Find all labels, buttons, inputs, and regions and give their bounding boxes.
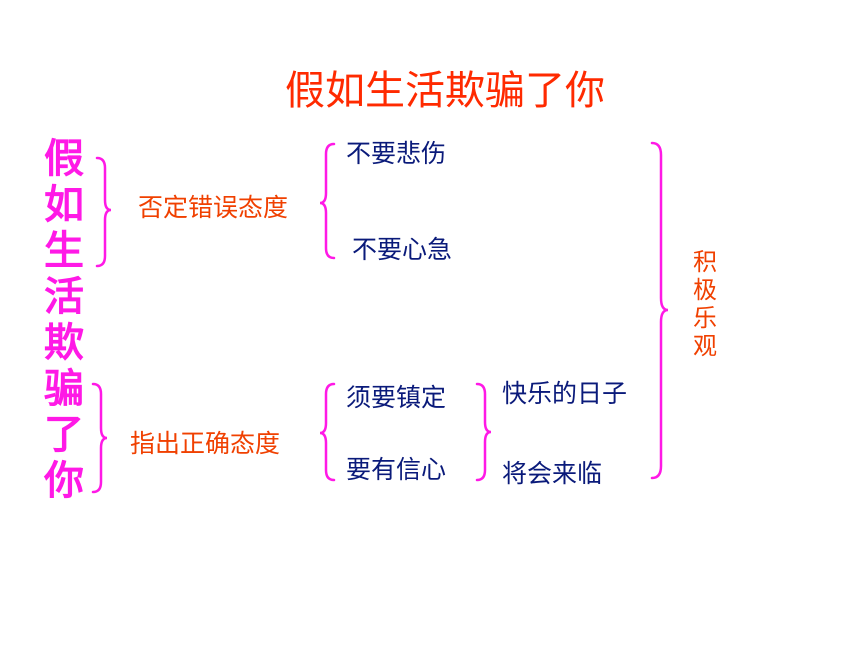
result-char: 乐	[693, 304, 717, 332]
brace-left-upper	[95, 156, 112, 268]
vertical-title-char: 你	[44, 458, 84, 504]
item-stay-calm: 须要镇定	[346, 383, 447, 412]
vertical-title-char: 了	[44, 412, 84, 458]
outcome-will-come: 将会来临	[502, 459, 603, 488]
vertical-title-char: 如	[44, 182, 84, 228]
item-no-sadness: 不要悲伤	[346, 139, 447, 168]
outcome-happy-days: 快乐的日子	[502, 379, 628, 408]
vertical-title-char: 假	[44, 136, 84, 182]
vertical-title-char: 活	[44, 274, 84, 320]
category-point-label: 指出正确态度	[130, 429, 281, 458]
item-no-anxiety: 不要心急	[352, 235, 453, 264]
category-negate-label: 否定错误态度	[138, 193, 289, 222]
brace-outcomes	[475, 382, 492, 482]
item-have-faith: 要有信心	[346, 455, 447, 484]
vertical-title: 假 如 生 活 欺 骗 了 你	[42, 136, 86, 504]
brace-left-lower	[91, 382, 108, 494]
result-label: 积 极 乐 观	[690, 248, 720, 360]
brace-items-lower	[319, 382, 336, 482]
result-char: 极	[693, 276, 717, 304]
result-char: 观	[693, 332, 717, 360]
brace-right-big	[650, 141, 669, 480]
vertical-title-char: 骗	[44, 366, 84, 412]
vertical-title-char: 生	[44, 228, 84, 274]
page-title: 假如生活欺骗了你	[285, 68, 605, 114]
result-char: 积	[693, 248, 717, 276]
vertical-title-char: 欺	[44, 320, 84, 366]
brace-items-upper	[319, 142, 336, 260]
